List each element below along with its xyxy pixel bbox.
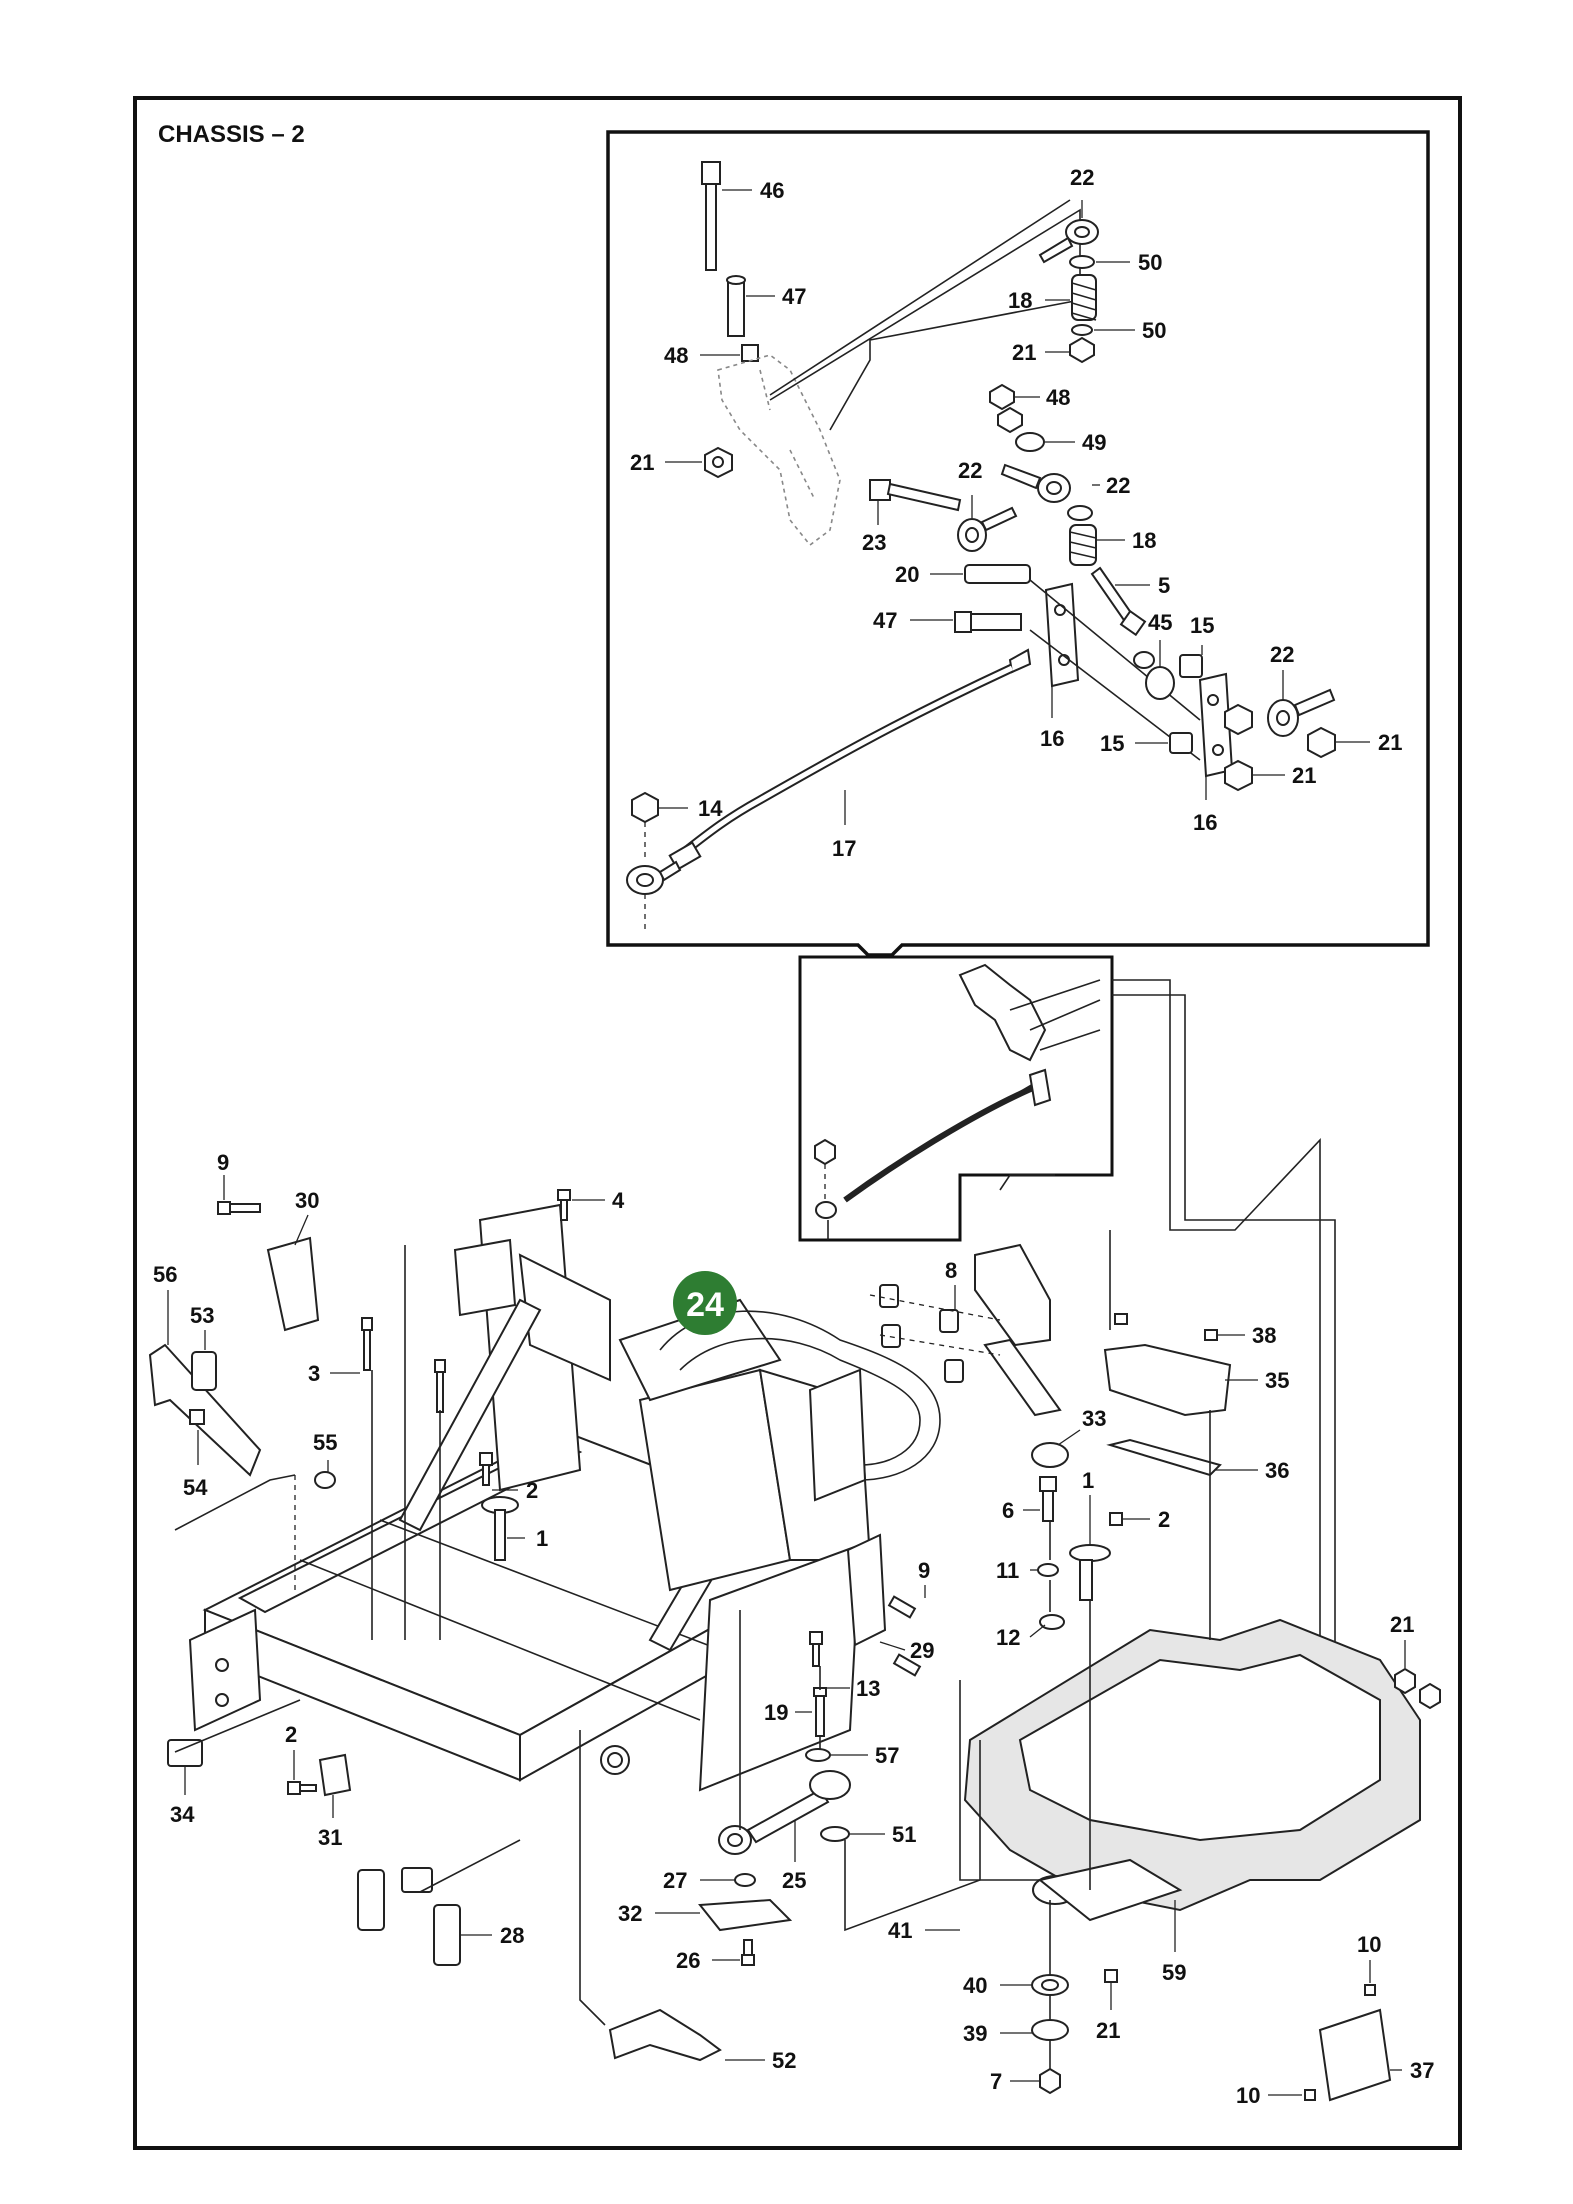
callout-2: 2 xyxy=(1158,1507,1170,1532)
callout-53: 53 xyxy=(190,1303,214,1328)
callout-8: 8 xyxy=(945,1258,957,1283)
main-guides xyxy=(174,1230,1211,2069)
callout-30: 30 xyxy=(295,1188,319,1213)
callout-31: 31 xyxy=(318,1825,342,1850)
callout-10: 10 xyxy=(1236,2083,1260,2108)
callout-33: 33 xyxy=(1082,1406,1106,1431)
callout-21: 21 xyxy=(1292,763,1316,788)
callout-41: 41 xyxy=(888,1918,912,1943)
callout-7: 7 xyxy=(990,2069,1002,2094)
guide-lines xyxy=(999,979,1336,1655)
callout-27: 27 xyxy=(663,1868,687,1893)
callout-38: 38 xyxy=(1252,1323,1276,1348)
main-callouts: 9 30 4 56 53 3 55 54 2 1 9 29 13 19 57 5… xyxy=(153,1150,1434,2108)
callout-57: 57 xyxy=(875,1743,899,1768)
callout-47: 47 xyxy=(782,284,806,309)
callout-25: 25 xyxy=(782,1868,806,1893)
callout-19: 19 xyxy=(764,1700,788,1725)
callout-55: 55 xyxy=(313,1430,337,1455)
locator-frame xyxy=(798,955,1114,1242)
callout-21: 21 xyxy=(1378,730,1402,755)
callout-22: 22 xyxy=(1106,473,1130,498)
callout-18: 18 xyxy=(1132,528,1156,553)
callout-14: 14 xyxy=(698,796,723,821)
callout-28: 28 xyxy=(500,1923,524,1948)
callout-47: 47 xyxy=(873,608,897,633)
item-badge: 24 xyxy=(673,1271,737,1335)
inset-parts xyxy=(626,161,1336,930)
callout-49: 49 xyxy=(1082,430,1106,455)
callout-45: 45 xyxy=(1148,610,1172,635)
callout-18: 18 xyxy=(1008,288,1032,313)
callout-22: 22 xyxy=(1070,165,1094,190)
callout-50: 50 xyxy=(1138,250,1162,275)
callout-35: 35 xyxy=(1265,1368,1289,1393)
callout-26: 26 xyxy=(676,1948,700,1973)
callout-13: 13 xyxy=(856,1676,880,1701)
callout-1: 1 xyxy=(1082,1468,1094,1493)
callout-21: 21 xyxy=(630,450,654,475)
inset-callouts: 46 47 48 21 22 50 18 50 21 48 49 22 22 2… xyxy=(630,165,1402,861)
callout-23: 23 xyxy=(862,530,886,555)
callout-34: 34 xyxy=(170,1802,195,1827)
callout-10: 10 xyxy=(1357,1932,1381,1957)
callout-11: 11 xyxy=(996,1558,1019,1583)
callout-21: 21 xyxy=(1096,2018,1120,2043)
callout-12: 12 xyxy=(996,1625,1020,1650)
callout-56: 56 xyxy=(153,1262,177,1287)
callout-9: 9 xyxy=(918,1558,930,1583)
callout-5: 5 xyxy=(1158,573,1170,598)
callout-50: 50 xyxy=(1142,318,1166,343)
callout-16: 16 xyxy=(1193,810,1217,835)
callout-37: 37 xyxy=(1410,2058,1434,2083)
main-frame xyxy=(188,1203,941,1792)
callout-22: 22 xyxy=(1270,642,1294,667)
callout-4: 4 xyxy=(612,1188,625,1213)
callout-48: 48 xyxy=(664,343,688,368)
inset-detail-frame xyxy=(606,130,1430,957)
outer-frame xyxy=(133,96,1462,2150)
callout-59: 59 xyxy=(1162,1960,1186,1985)
callout-32: 32 xyxy=(618,1901,642,1926)
callout-51: 51 xyxy=(892,1822,916,1847)
callout-15: 15 xyxy=(1100,731,1124,756)
callout-17: 17 xyxy=(832,836,856,861)
callout-48: 48 xyxy=(1046,385,1070,410)
badge-number: 24 xyxy=(686,1286,724,1324)
callout-39: 39 xyxy=(963,2021,987,2046)
callout-16: 16 xyxy=(1040,726,1064,751)
locator-miniature xyxy=(814,963,1101,1240)
callout-21: 21 xyxy=(1390,1612,1414,1637)
callout-22: 22 xyxy=(958,458,982,483)
callout-2: 2 xyxy=(285,1722,297,1747)
callout-40: 40 xyxy=(963,1973,987,1998)
callout-20: 20 xyxy=(895,562,919,587)
callout-29: 29 xyxy=(910,1638,934,1663)
callout-2: 2 xyxy=(526,1478,538,1503)
callout-21: 21 xyxy=(1012,340,1036,365)
callout-46: 46 xyxy=(760,178,784,203)
callout-15: 15 xyxy=(1190,613,1214,638)
page-title: CHASSIS – 2 xyxy=(158,121,305,148)
callout-1: 1 xyxy=(536,1526,548,1551)
callout-6: 6 xyxy=(1002,1498,1014,1523)
callout-36: 36 xyxy=(1265,1458,1289,1483)
callout-52: 52 xyxy=(772,2048,796,2073)
callout-54: 54 xyxy=(183,1475,208,1500)
main-parts xyxy=(148,1189,1441,2102)
callout-9: 9 xyxy=(217,1150,229,1175)
callout-3: 3 xyxy=(308,1361,320,1386)
